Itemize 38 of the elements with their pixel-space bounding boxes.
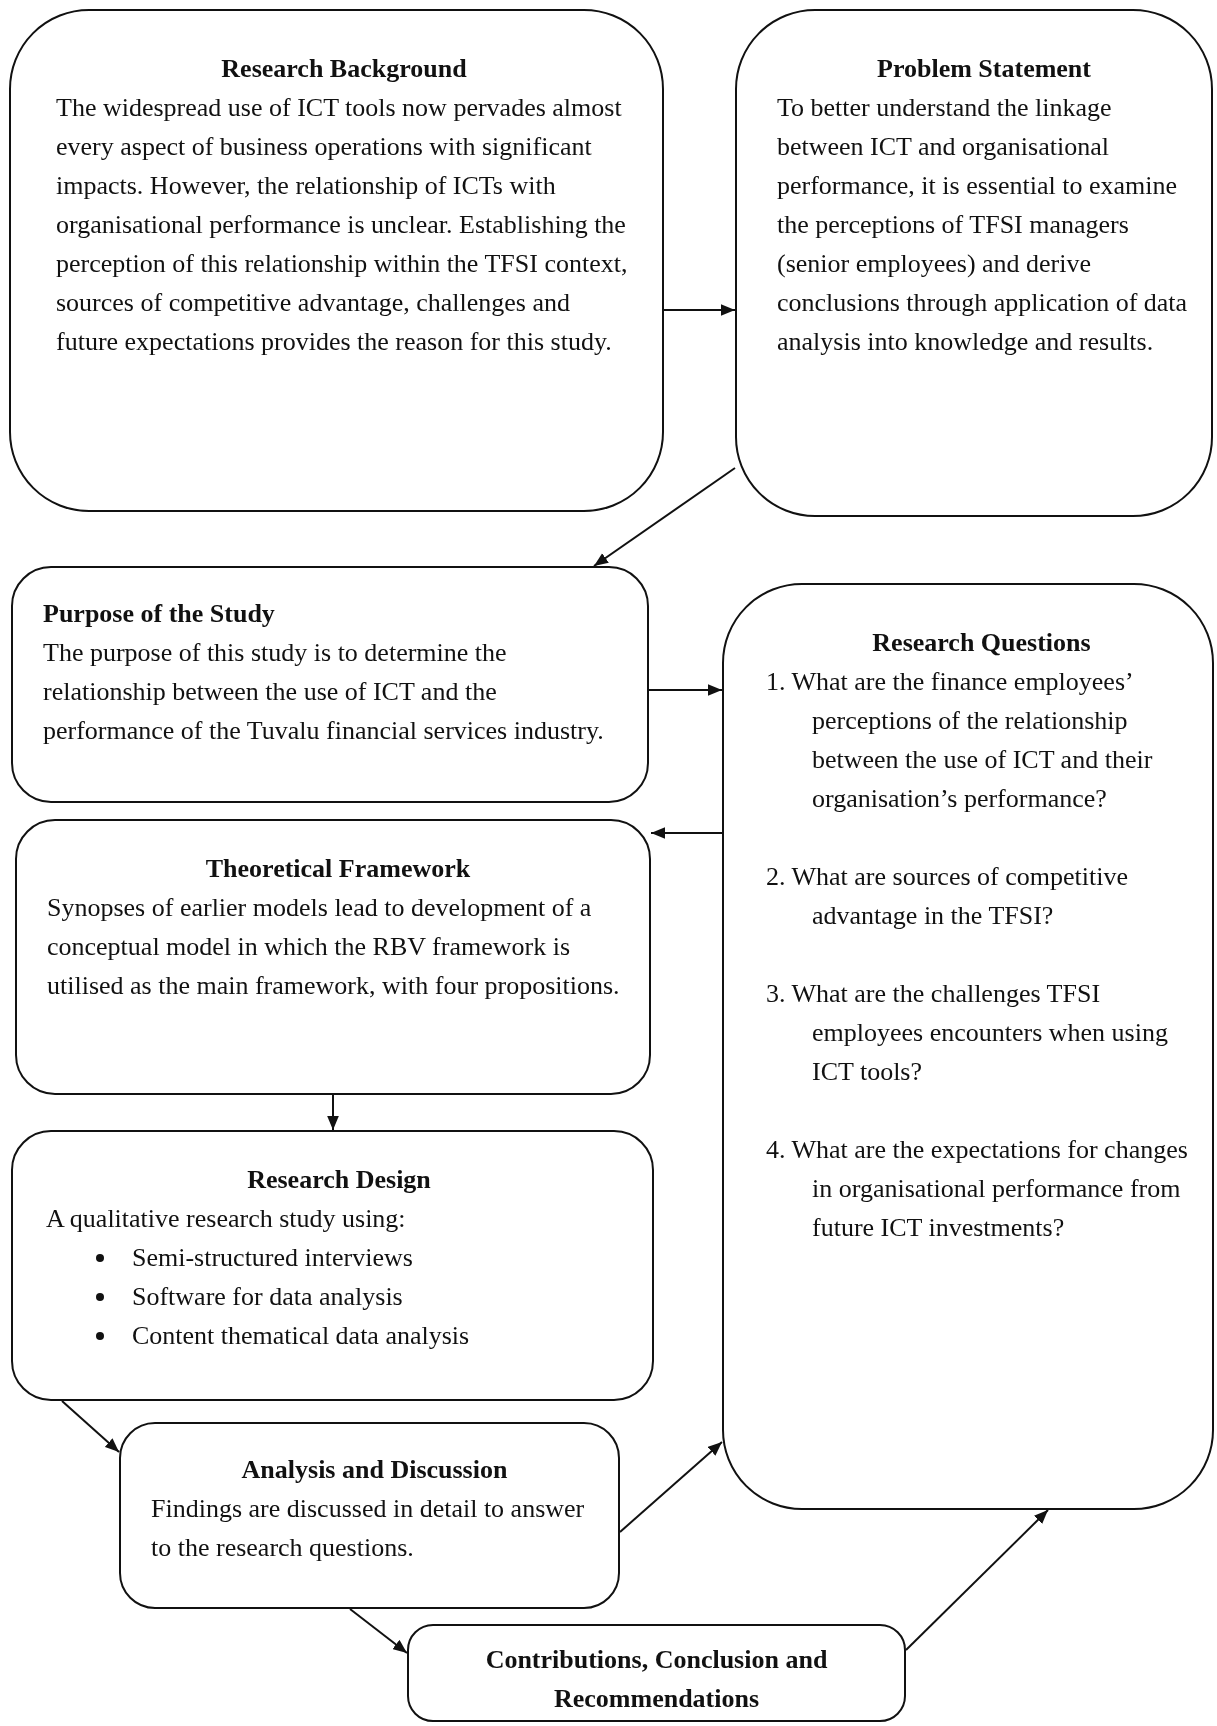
arrow xyxy=(905,1509,1049,1651)
rounded-box xyxy=(119,1422,620,1609)
box-heading: Purpose of the Study xyxy=(43,598,276,630)
box-text: A qualitative research study using: xyxy=(46,1203,407,1235)
arrow xyxy=(650,827,723,839)
box-text: The purpose of this study is to determine the relationship between the use of ICT and the performance of the Tuvalu financial services industry. xyxy=(43,637,605,747)
box-heading: Theoretical Framework xyxy=(204,853,472,885)
arrow xyxy=(619,1441,723,1533)
question-item: 2. What are sources of competitive advantage in the TFSI? xyxy=(766,861,1129,932)
rounded-box xyxy=(15,819,651,1095)
box-text: Findings are discussed in detail to answer to the research questions. xyxy=(151,1493,586,1564)
arrow xyxy=(663,304,736,316)
bullet-item: Content thematical data analysis xyxy=(132,1321,470,1350)
question-item: 4. What are the expectations for changes in organisational performance from future ICT investments? xyxy=(766,1134,1189,1244)
rounded-box xyxy=(735,9,1213,517)
arrow xyxy=(349,1608,408,1654)
arrow xyxy=(327,1094,339,1131)
box-heading: Research Background xyxy=(220,53,468,85)
box-heading: Problem Statement xyxy=(876,53,1092,85)
rounded-box xyxy=(11,566,649,803)
rounded-box xyxy=(407,1624,906,1722)
box-heading: Analysis and Discussion xyxy=(240,1454,509,1486)
arrow xyxy=(61,1400,120,1453)
rounded-box xyxy=(11,1130,654,1401)
rounded-box xyxy=(9,9,664,512)
rounded-box xyxy=(722,583,1214,1510)
box-text: The widespread use of ICT tools now pervades almost every aspect of business operations with significant impacts. However, the relationship of ICTs with organisational performance is unclear. Establishing the perception of this relationship within the TFSI context, sources of competitive advantage, challenges and future expectations provides the reason for this study. xyxy=(56,92,629,358)
box-text: Synopses of earlier models lead to development of a conceptual model in which the RBV framework is utilised as the main framework, with four propositions. xyxy=(47,892,621,1002)
arrow xyxy=(593,467,736,567)
question-item: 3. What are the challenges TFSI employees encounters when using ICT tools? xyxy=(766,978,1169,1088)
box-text: To better understand the linkage between ICT and organisational performance, it is essential to examine the perceptions of TFSI managers (senior employees) and derive conclusions through application of data analysis into knowledge and results. xyxy=(777,92,1189,358)
bullet-item: Software for data analysis xyxy=(132,1282,403,1311)
conclusion-title: Contributions, Conclusion and Recommendations xyxy=(484,1644,829,1715)
box-heading: Research Questions xyxy=(871,627,1092,659)
arrow xyxy=(648,684,723,696)
box-heading: Research Design xyxy=(246,1164,432,1196)
question-item: 1. What are the finance employees’ perceptions of the relationship between the use of ICT and their organisation’s performance? xyxy=(766,666,1154,815)
bullet-item: Semi-structured interviews xyxy=(132,1243,413,1272)
